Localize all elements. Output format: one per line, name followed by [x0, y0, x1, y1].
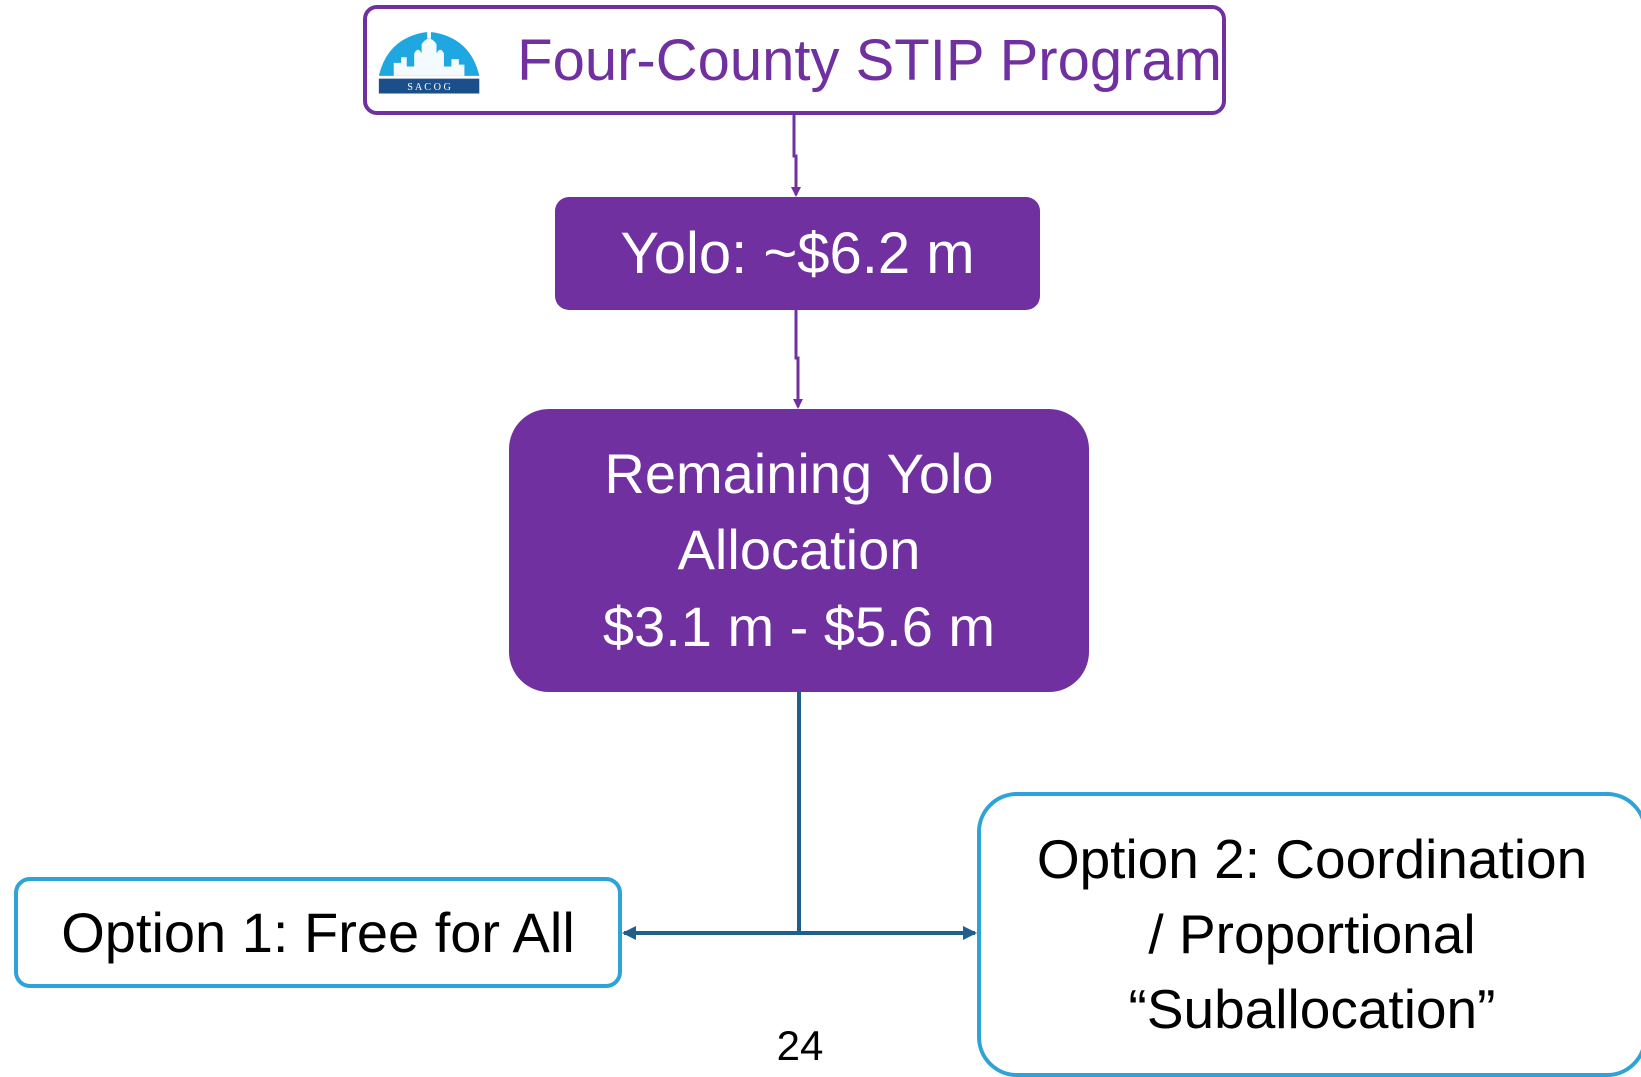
page-number: 24 — [776, 1022, 824, 1069]
yolo-allocation-text: Yolo: ~$6.2 m — [620, 221, 975, 286]
option2-line-2: / Proportional — [1148, 903, 1476, 966]
option2-line-1: Option 2: Coordination — [1036, 828, 1588, 891]
remaining-line-2: Allocation — [677, 518, 921, 582]
four-county-program-box: S A C O G Four-County STIP Program — [363, 5, 1226, 115]
logo-text: S A C O G — [407, 81, 451, 92]
option1-text: Option 1: Free for All — [61, 900, 575, 964]
remaining-line-3: $3.1 m - $5.6 m — [602, 594, 996, 658]
option2-line-3: “Suballocation” — [1128, 977, 1496, 1040]
arrow-top-to-yolo — [791, 115, 801, 197]
remaining-line-1: Remaining Yolo — [604, 442, 994, 506]
yolo-allocation-box: Yolo: ~$6.2 m — [555, 197, 1040, 310]
program-title: Four-County STIP Program — [517, 27, 1222, 93]
option2-box: Option 2: Coordination / Proportional “S… — [977, 792, 1641, 1077]
sacog-logo: S A C O G — [378, 30, 480, 94]
arrow-yolo-to-remaining — [793, 310, 803, 409]
option1-box: Option 1: Free for All — [14, 877, 622, 988]
remaining-yolo-allocation-box: Remaining Yolo Allocation $3.1 m - $5.6 … — [509, 409, 1089, 692]
